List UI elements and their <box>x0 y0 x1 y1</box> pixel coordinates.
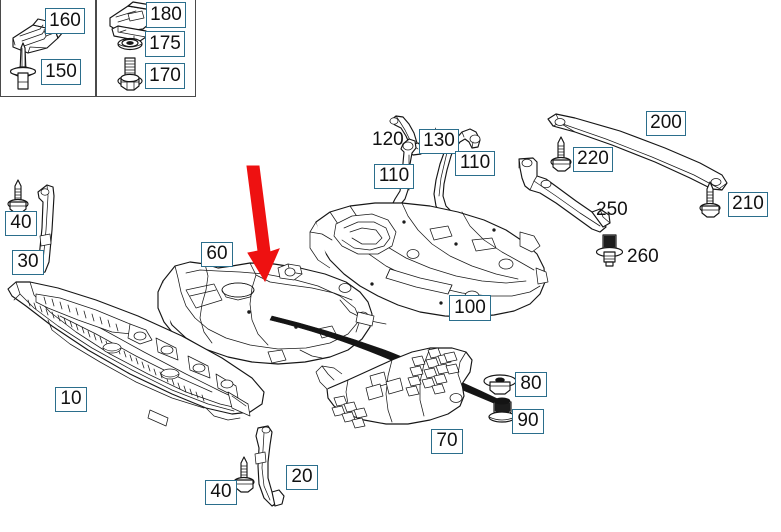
callout-90[interactable]: 90 <box>512 409 544 434</box>
part-60-drawing <box>157 261 373 365</box>
part-175-drawing <box>117 37 143 51</box>
part-20-drawing <box>254 425 285 507</box>
callout-60[interactable]: 60 <box>201 242 233 267</box>
callout-70[interactable]: 70 <box>431 429 463 454</box>
callout-160[interactable]: 160 <box>45 8 85 34</box>
part-40-bottom-drawing <box>233 456 255 493</box>
callout-150[interactable]: 150 <box>41 59 81 85</box>
part-210-drawing <box>699 181 721 218</box>
part-170-drawing <box>117 57 143 91</box>
part-70-drawing <box>315 347 473 429</box>
inset-panel-left <box>0 0 96 97</box>
callout-80[interactable]: 80 <box>515 372 547 397</box>
callout-30[interactable]: 30 <box>12 250 44 275</box>
callout-200[interactable]: 200 <box>646 111 686 136</box>
part-260-drawing <box>595 234 624 267</box>
callout-10[interactable]: 10 <box>55 387 87 412</box>
inset-panel-right <box>96 0 196 97</box>
callout-175[interactable]: 175 <box>145 31 185 57</box>
callout-130[interactable]: 130 <box>419 129 459 154</box>
callout-110-right[interactable]: 110 <box>455 151 495 176</box>
callout-100[interactable]: 100 <box>449 295 491 321</box>
callout-250: 250 <box>596 198 628 220</box>
callout-40-top[interactable]: 40 <box>5 211 37 236</box>
red-pointer-arrow-drawing <box>246 165 280 283</box>
callout-110-left[interactable]: 110 <box>374 164 414 189</box>
callout-40-bottom[interactable]: 40 <box>205 480 237 505</box>
callout-170[interactable]: 170 <box>145 63 185 89</box>
callout-210[interactable]: 210 <box>728 192 768 217</box>
part-250-drawing <box>518 157 611 233</box>
part-40-top-drawing <box>7 179 29 214</box>
callout-180[interactable]: 180 <box>146 2 186 28</box>
part-220-drawing <box>550 136 572 172</box>
callout-260: 260 <box>627 245 659 267</box>
part-10-drawing <box>7 281 265 427</box>
part-150-drawing <box>9 42 37 90</box>
callout-120: 120 <box>372 128 404 150</box>
part-100-drawing <box>309 202 549 327</box>
callout-20[interactable]: 20 <box>286 465 318 490</box>
part-200-drawing <box>547 113 728 191</box>
part-80-drawing <box>483 374 517 395</box>
callout-220[interactable]: 220 <box>573 147 613 172</box>
